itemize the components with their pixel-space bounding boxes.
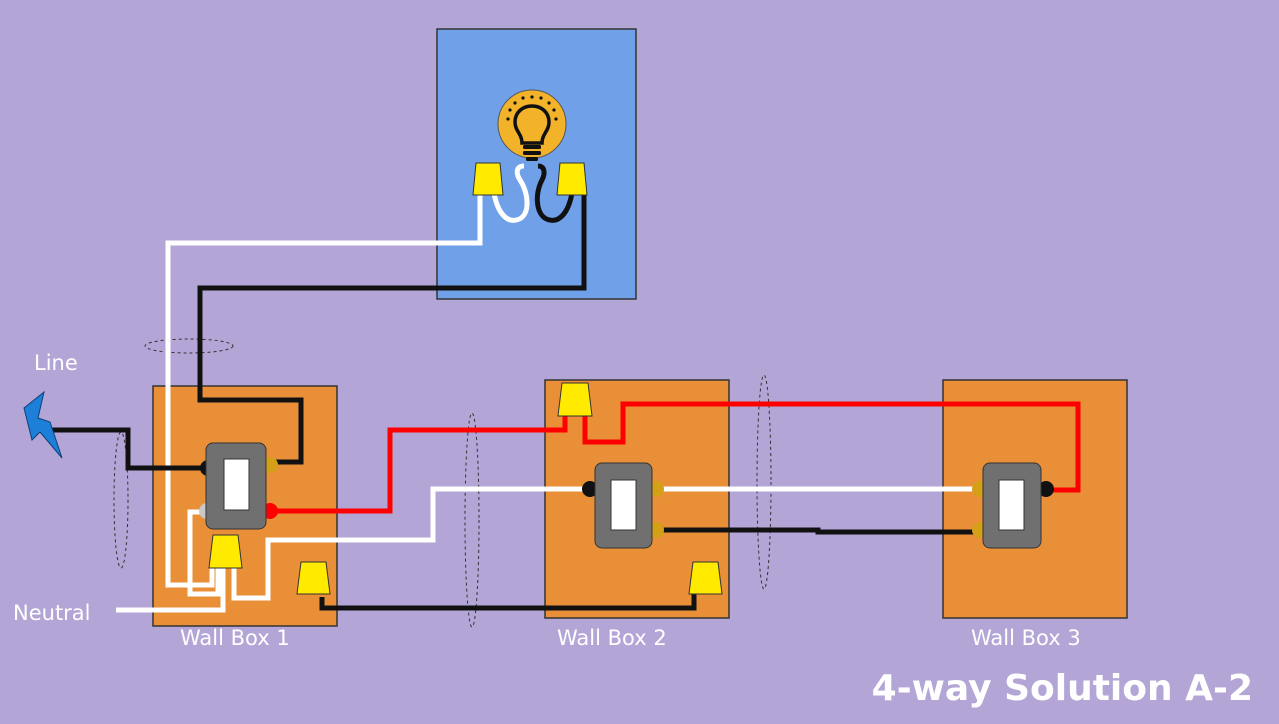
- lightning-icon: [23, 390, 63, 459]
- traveler-wire-box2-box3: [582, 401, 1081, 493]
- cable-sheath-ceiling: [144, 338, 234, 354]
- traveler-wires: [276, 401, 1081, 514]
- wire-nut-fixture-right: [556, 162, 588, 196]
- bulb-black-lead: [534, 163, 575, 223]
- wire-nut-fixture-left: [472, 162, 504, 196]
- neutral-wire-fixture: [165, 193, 483, 588]
- wire-nut-box2-black: [688, 561, 723, 595]
- switch-2: [582, 462, 664, 549]
- neutral-wires: [116, 193, 978, 613]
- switch-2-toggle: [610, 479, 637, 531]
- switch-3-terminal-black: [1038, 481, 1054, 497]
- hot-wire-bottom: [319, 594, 697, 611]
- switch-1: [199, 442, 278, 530]
- light-bulb: [497, 89, 567, 161]
- bulb-white-lead: [491, 163, 530, 223]
- neutral-label: Neutral: [13, 601, 91, 625]
- switch-1-toggle: [223, 458, 250, 511]
- wall-box-1-label: Wall Box 1: [180, 626, 290, 650]
- cable-sheath-line: [113, 431, 129, 569]
- wire-nut-box2-red: [557, 382, 593, 417]
- switch-3-toggle: [998, 479, 1025, 531]
- neutral-wire-to-box2: [231, 486, 588, 601]
- hot-wire-box2-box3: [660, 527, 978, 535]
- cable-sheath-box2-box3: [756, 374, 772, 590]
- light-fixture-box: [436, 28, 637, 300]
- light-bulb-outline: [513, 104, 551, 145]
- diagram-title: 4-way Solution A-2: [872, 668, 1253, 709]
- hot-wire-fixture: [197, 193, 587, 465]
- wall-box-2-label: Wall Box 2: [557, 626, 667, 650]
- hot-wires: [52, 193, 978, 611]
- neutral-wire-switch1: [187, 509, 221, 597]
- switch-3: [972, 462, 1054, 549]
- wire-nut-box1-hot: [296, 561, 331, 595]
- line-label: Line: [34, 351, 78, 375]
- wire-nuts: [208, 162, 723, 595]
- cable-sheath-box1-box2: [464, 412, 480, 628]
- neutral-wire-incoming: [116, 568, 226, 613]
- switch-2-terminal-black: [582, 481, 598, 497]
- traveler-wire-box1-box2: [276, 416, 568, 514]
- hot-wire-line: [52, 427, 208, 471]
- wall-box-3-label: Wall Box 3: [971, 626, 1081, 650]
- wire-nut-box1-neutral: [208, 534, 243, 569]
